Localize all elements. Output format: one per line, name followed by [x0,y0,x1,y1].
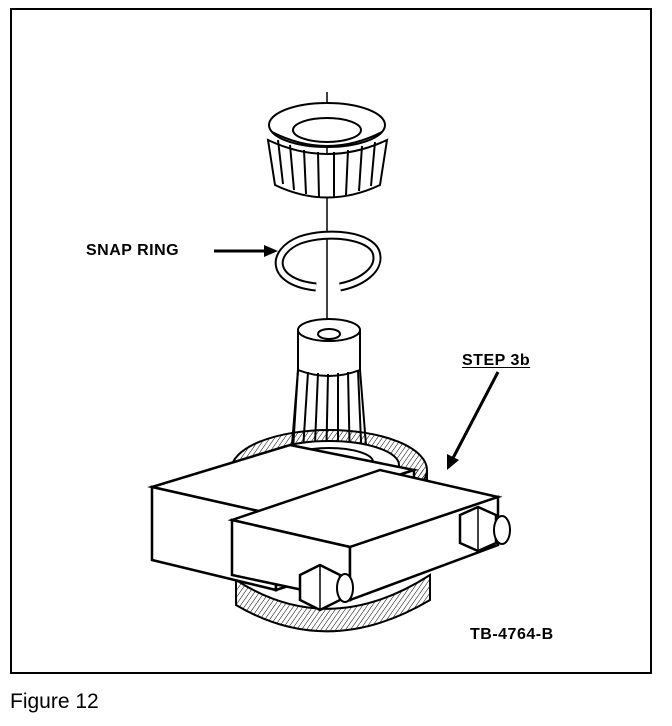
nut-right [458,505,511,553]
snap-ring [274,230,382,292]
step-arrow [447,371,500,470]
figure-caption: Figure 12 [10,690,99,713]
figure-frame [10,8,652,674]
snap-ring-label: SNAP RING [86,242,180,259]
nut-front [298,563,354,612]
roller-bearing [266,102,389,199]
step-label: STEP 3b [462,352,531,369]
lower-gear [235,573,431,633]
figure-code-label: TB-4764-B [470,626,554,643]
snap-ring-arrow [214,245,278,257]
press-blocks [147,443,503,602]
